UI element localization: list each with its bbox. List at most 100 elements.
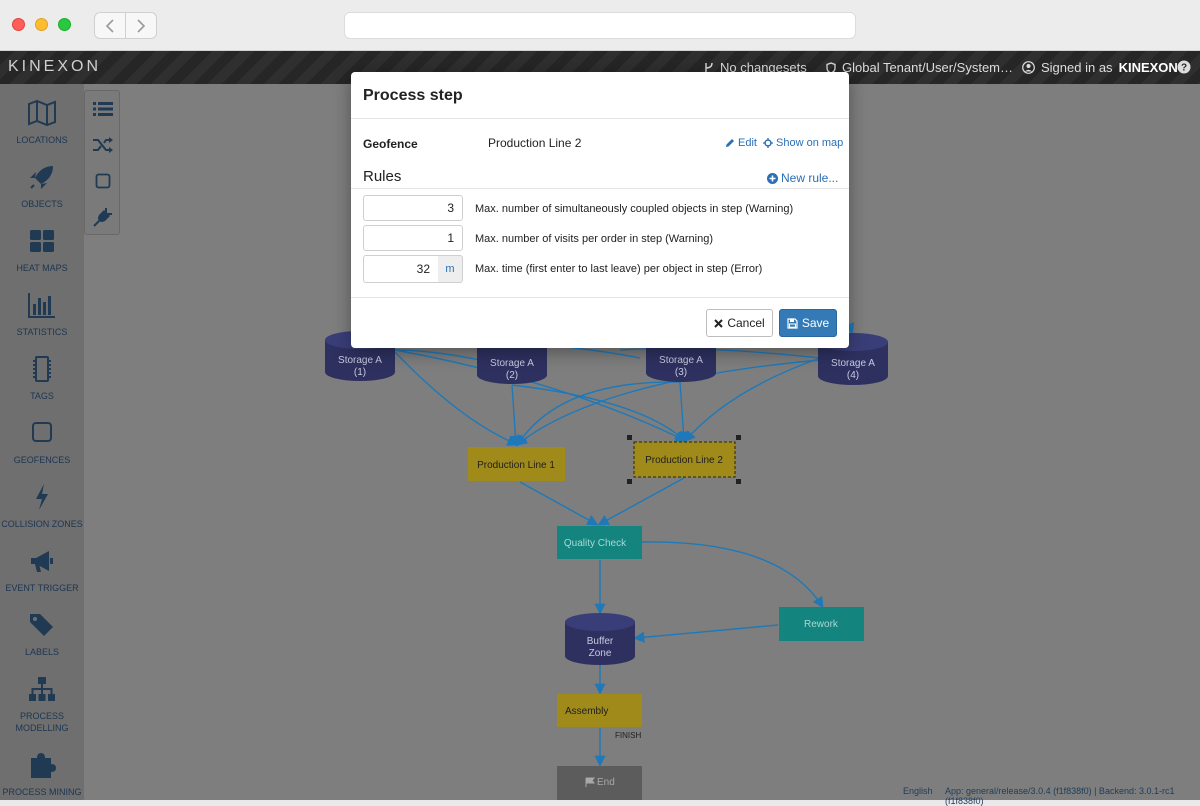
rocket-icon — [30, 166, 53, 189]
buffer-zone-node[interactable]: Buffer Zone — [565, 613, 635, 665]
changesets-text: No changesets — [720, 60, 807, 75]
storage-node-2[interactable]: Storage A (2) — [477, 345, 547, 384]
sidebar-item-heat-maps[interactable]: HEAT MAPS — [0, 226, 84, 274]
plug-tool-button[interactable] — [91, 205, 115, 229]
assembly-label: Assembly — [565, 706, 608, 717]
branch-icon — [705, 62, 713, 73]
rule-description: Max. time (first enter to last leave) pe… — [475, 263, 763, 275]
sidebar-item-collision-zones[interactable]: COLLISION ZONES — [0, 482, 84, 530]
back-button[interactable] — [95, 13, 125, 38]
chevron-right-icon — [137, 18, 146, 33]
sidebar-item-locations[interactable]: LOCATIONS — [0, 98, 84, 146]
time-unit-addon: m — [438, 255, 463, 283]
geofence-value: Production Line 2 — [488, 136, 582, 150]
forward-button[interactable] — [125, 13, 156, 38]
storage-node-1-label: Storage A — [338, 355, 382, 366]
language-selector[interactable]: English — [903, 786, 933, 796]
save-button[interactable]: Save — [779, 309, 837, 337]
user-menu[interactable]: Signed in as KINEXON — [1022, 60, 1178, 75]
chip-icon — [33, 356, 51, 382]
max-visits-input[interactable] — [363, 225, 463, 251]
sidebar-item-process-mining[interactable]: PROCESS MINING — [0, 750, 84, 798]
quality-check-node[interactable]: Quality Check — [557, 526, 642, 559]
end-node[interactable]: End — [557, 766, 642, 800]
storage-node-1-index: (1) — [354, 367, 366, 378]
buffer-zone-label-1: Buffer — [587, 636, 614, 647]
chevron-left-icon — [105, 18, 114, 33]
max-time-input[interactable] — [363, 255, 439, 283]
list-tool-button[interactable] — [91, 97, 115, 121]
grid-icon — [30, 230, 54, 252]
edit-link[interactable]: Edit — [725, 137, 757, 149]
sidebar-item-label: LABELS — [24, 647, 60, 657]
sidebar-item-event-trigger[interactable]: EVENT TRIGGER — [0, 546, 84, 594]
maximize-window-button[interactable] — [58, 18, 71, 31]
tenant-selector[interactable]: Global Tenant/User/System… — [826, 60, 1013, 75]
list-icon — [93, 102, 113, 116]
divider — [351, 118, 849, 119]
sidebar-item-geofences[interactable]: GEOFENCES — [0, 418, 84, 466]
close-window-button[interactable] — [12, 18, 25, 31]
production-line-1-label: Production Line 1 — [477, 460, 555, 471]
changesets-indicator[interactable]: No changesets — [704, 60, 807, 75]
end-label: End — [597, 777, 615, 788]
storage-node-3[interactable]: Storage A (3) — [646, 345, 716, 382]
url-bar[interactable] — [344, 12, 856, 39]
sidebar-item-tags[interactable]: TAGS — [0, 354, 84, 402]
sidebar: LOCATIONS OBJECTS HEAT MAPS STATISTICS T… — [0, 84, 84, 800]
resize-handle[interactable] — [736, 435, 741, 440]
storage-node-4-label: Storage A — [831, 358, 875, 369]
app-logo[interactable]: KINEXON — [8, 58, 102, 75]
map-icon — [28, 99, 56, 127]
help-icon: ? — [1177, 60, 1191, 74]
storage-node-2-index: (2) — [506, 370, 518, 381]
resize-handle[interactable] — [627, 435, 632, 440]
browser-chrome — [0, 0, 1200, 51]
help-button[interactable]: ? — [1177, 60, 1191, 74]
rework-label: Rework — [804, 619, 839, 630]
assembly-node[interactable]: Assembly — [557, 694, 642, 727]
crosshair-icon — [763, 138, 773, 148]
geofence-label: Geofence — [363, 137, 418, 151]
version-info: App: general/release/3.0.4 (f1f838f0) | … — [945, 786, 1175, 806]
dialog-title: Process step — [363, 87, 463, 104]
shuffle-tool-button[interactable] — [91, 133, 115, 157]
puzzle-icon — [31, 753, 56, 778]
sidebar-item-label: OBJECTS — [21, 199, 63, 209]
user-circle-icon — [1022, 61, 1035, 74]
sidebar-item-label: GEOFENCES — [13, 455, 71, 465]
rule-description: Max. number of simultaneously coupled ob… — [475, 203, 794, 215]
max-coupled-objects-input[interactable] — [363, 195, 463, 221]
plug-icon — [93, 208, 112, 227]
tags-icon — [30, 614, 53, 636]
production-line-2-node[interactable]: Production Line 2 — [627, 435, 741, 484]
storage-node-2-label: Storage A — [490, 358, 534, 369]
storage-node-3-index: (3) — [675, 367, 687, 378]
close-icon — [714, 318, 724, 328]
show-on-map-link[interactable]: Show on map — [763, 137, 843, 149]
geofence-tool-button[interactable] — [91, 169, 115, 193]
sidebar-item-labels[interactable]: LABELS — [0, 610, 84, 658]
megaphone-icon — [31, 551, 53, 572]
storage-node-4[interactable]: Storage A (4) — [818, 333, 888, 385]
storage-node-4-index: (4) — [847, 370, 859, 381]
cancel-button[interactable]: Cancel — [706, 309, 773, 337]
buffer-zone-label-2: Zone — [589, 648, 612, 659]
rules-title: Rules — [363, 168, 402, 185]
new-rule-link[interactable]: New rule... — [767, 171, 838, 185]
signed-in-prefix: Signed in as — [1041, 60, 1113, 75]
divider — [351, 297, 849, 298]
rule-description: Max. number of visits per order in step … — [475, 233, 714, 245]
production-line-1-node[interactable]: Production Line 1 — [468, 447, 565, 481]
sidebar-item-objects[interactable]: OBJECTS — [0, 162, 84, 210]
resize-handle[interactable] — [627, 479, 632, 484]
floppy-disk-icon — [787, 317, 798, 329]
sidebar-item-statistics[interactable]: STATISTICS — [0, 290, 84, 338]
minimize-window-button[interactable] — [35, 18, 48, 31]
bolt-icon — [36, 484, 48, 510]
rework-node[interactable]: Rework — [779, 607, 864, 641]
resize-handle[interactable] — [736, 479, 741, 484]
